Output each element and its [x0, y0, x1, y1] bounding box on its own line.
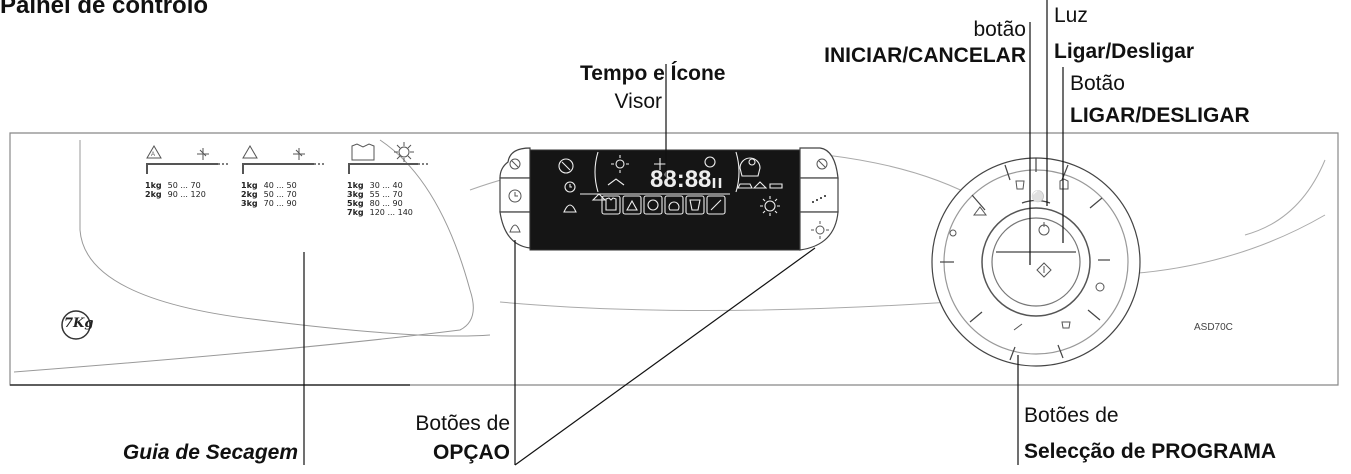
label-time-icon-line1: Tempo e Ícone [580, 62, 726, 85]
drying-guide-time: 40 ... 50 [263, 181, 297, 190]
drying-guide-weight: 5kg [347, 199, 364, 208]
drying-guide-row: 7kg 120 ... 140 [347, 208, 413, 217]
label-option-line2: OPÇAO [432, 441, 510, 464]
drying-guide-row: 3kg 55 ... 70 [347, 190, 413, 199]
drying-guide-weight: 2kg [145, 190, 162, 199]
drying-guide-row: 1kg 30 ... 40 [347, 181, 413, 190]
program-dial [931, 157, 1141, 367]
drying-guide-row: 2kg 50 ... 70 [241, 190, 297, 199]
drying-guide-time: 80 ... 90 [369, 199, 403, 208]
drying-guide-weight: 7kg [347, 208, 364, 217]
drying-guide-col-2: 1kg 40 ... 50 2kg 50 ... 70 3kg 70 ... 90 [241, 181, 297, 208]
label-light-line1: Luz [1054, 4, 1088, 27]
label-power-line1: Botão [1070, 72, 1125, 95]
drying-guide-time: 30 ... 40 [369, 181, 403, 190]
label-start-line1: botão [973, 18, 1026, 41]
guide-icons: A [146, 142, 414, 162]
drying-guide-weight: 1kg [241, 181, 258, 190]
drying-guide-col-3: 1kg 30 ... 40 3kg 55 ... 70 5kg 80 ... 90 7kg 1… [347, 181, 413, 217]
drying-guide-weight: 2kg [241, 190, 258, 199]
drying-guide-weight: 3kg [347, 190, 364, 199]
label-start-line2: INICIAR/CANCELAR [824, 44, 1026, 67]
drying-guide-row: 3kg 70 ... 90 [241, 199, 297, 208]
leader-lines [303, 0, 1064, 466]
capacity-badge-shape [61, 310, 91, 340]
drying-guide-weight: 3kg [241, 199, 258, 208]
label-power-line2: LIGAR/DESLIGAR [1070, 104, 1250, 127]
drying-guide-weight: 1kg [347, 181, 364, 190]
drying-guide-col-1: 1kg 50 ... 70 2kg 90 ... 120 [145, 181, 206, 199]
capacity-badge: 7Kg [64, 316, 94, 331]
option-buttons-left [499, 147, 531, 249]
drying-guide-row: 1kg 50 ... 70 [145, 181, 206, 190]
drying-guide-time: 90 ... 120 [167, 190, 206, 199]
drying-guide-time: 120 ... 140 [369, 208, 413, 217]
drying-guide-time: 70 ... 90 [263, 199, 297, 208]
drying-guide-row: 5kg 80 ... 90 [347, 199, 413, 208]
svg-text:⚪: ⚪ [1031, 190, 1045, 203]
label-program-line1: Botões de [1024, 404, 1119, 427]
svg-text:A: A [151, 152, 155, 158]
drying-guide-weight: 1kg [145, 181, 162, 190]
page-title: Painel de controlo [0, 0, 209, 19]
label-light-line2: Ligar/Desligar [1054, 40, 1195, 63]
label-time-icon-line2: Visor [614, 90, 662, 113]
model-label: ASD70C [1194, 322, 1233, 333]
drying-guide-row: 1kg 40 ... 50 [241, 181, 297, 190]
option-buttons-right [799, 147, 839, 251]
drying-guide-time: 55 ... 70 [369, 190, 403, 199]
label-program-line2: Selecção de PROGRAMA [1024, 440, 1277, 463]
label-option-line1: Botões de [415, 412, 510, 435]
label-dry-guide: Guia de Secagem [122, 441, 298, 464]
drying-guide-time: 50 ... 70 [263, 190, 297, 199]
drying-guide-time: 50 ... 70 [167, 181, 201, 190]
display-digits: 88:88 [650, 166, 711, 193]
drying-guide-row: 2kg 90 ... 120 [145, 190, 206, 199]
